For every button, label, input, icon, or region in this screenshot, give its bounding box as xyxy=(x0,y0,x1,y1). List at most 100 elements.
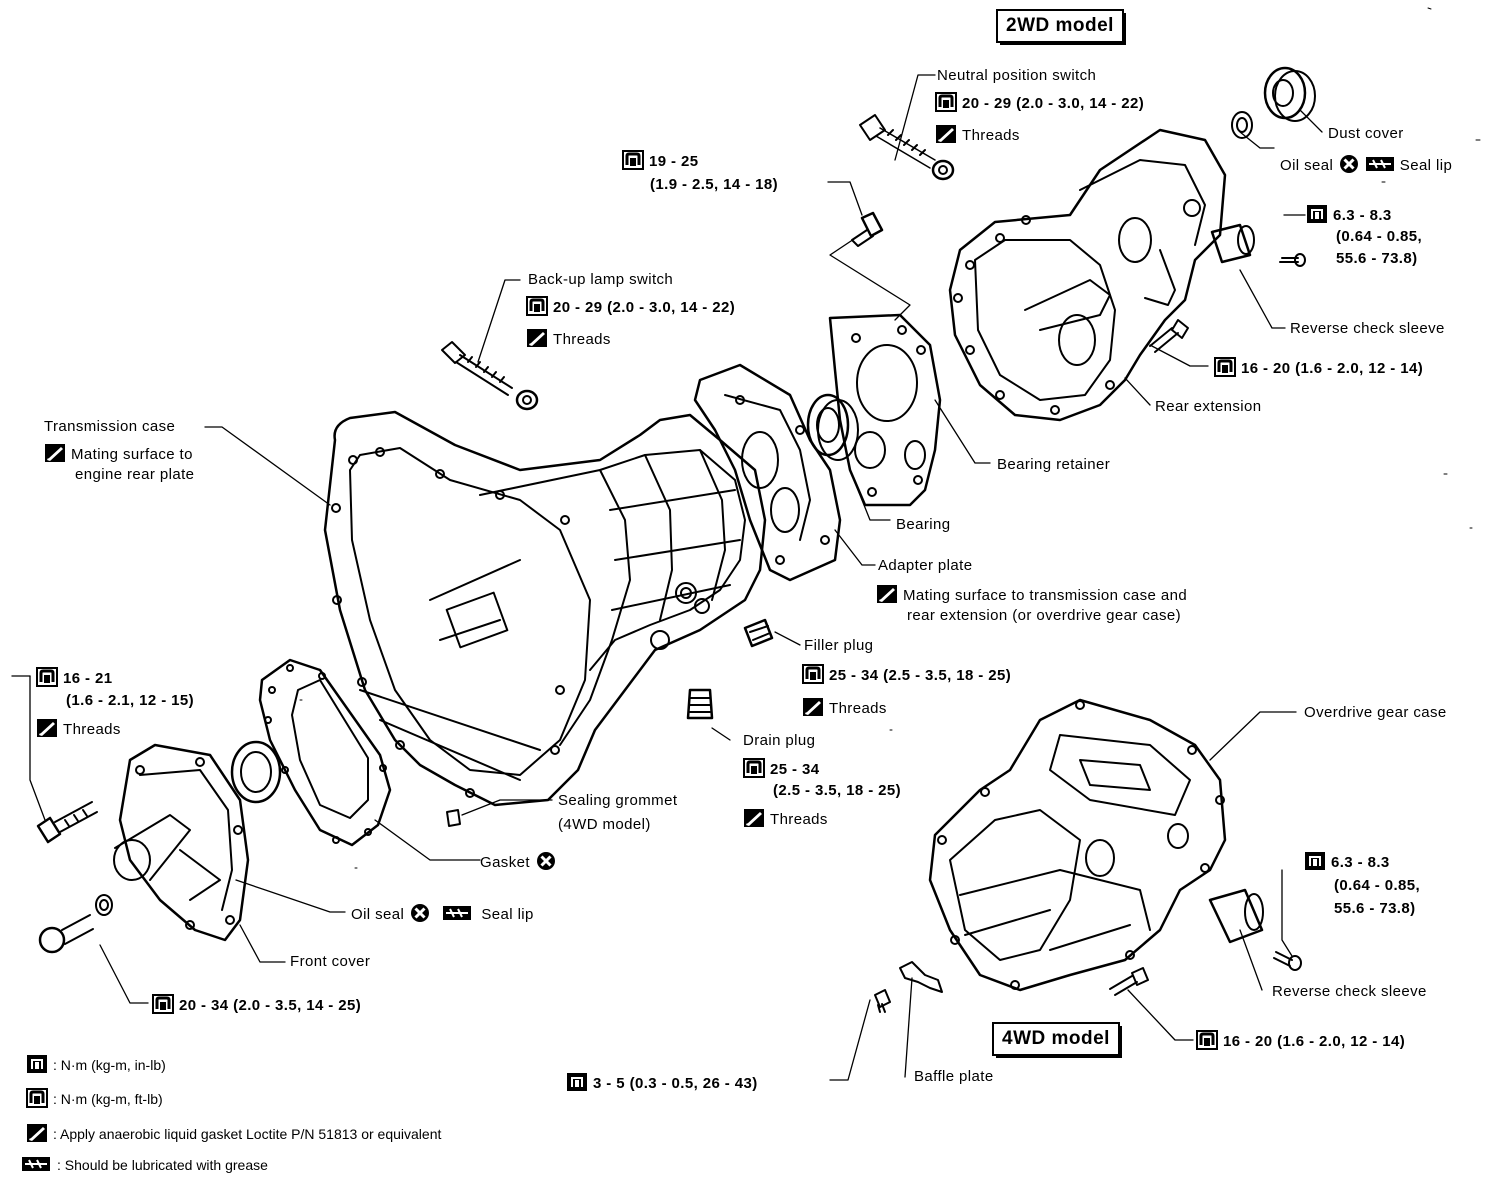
drain-plug-label: Drain plug xyxy=(743,732,816,749)
overdrive-case-label: Overdrive gear case xyxy=(1304,704,1447,721)
baffle-plate-label: Baffle plate xyxy=(914,1068,994,1085)
top-bolt-torque-2: (1.9 - 2.5, 14 - 18) xyxy=(650,176,779,193)
grease-icon xyxy=(20,1154,52,1174)
gasket-label: Gasket xyxy=(480,851,562,871)
bearing-label: Bearing xyxy=(896,516,951,533)
leader-lines xyxy=(11,74,1323,1081)
reverse-sleeve-2wd-drawing xyxy=(1210,223,1306,267)
legend-gasket: : Apply anaerobic liquid gasket Loctite … xyxy=(26,1123,441,1143)
gasket-icon xyxy=(36,718,58,738)
front-bolt-torque-2: (1.6 - 2.1, 12 - 15) xyxy=(66,692,195,709)
neutral-switch-torque: 20 - 29 (2.0 - 3.0, 14 - 22) xyxy=(935,92,1144,112)
front-cover-bolt-torque: 20 - 34 (2.0 - 3.5, 14 - 25) xyxy=(152,994,361,1014)
torque-ftlb-icon xyxy=(1214,357,1236,377)
oil-seal-rear-drawing xyxy=(1231,111,1253,139)
front-cover-label: Front cover xyxy=(290,953,371,970)
backup-switch-drawing xyxy=(441,341,539,411)
drain-plug-torque-1: 25 - 34 xyxy=(743,758,820,778)
gasket-icon xyxy=(935,124,957,144)
backup-switch-label: Back-up lamp switch xyxy=(528,271,674,288)
rear-check-bolt-2wd-torque-1: 6.3 - 8.3 xyxy=(1306,204,1392,224)
baffle-plate-drawing xyxy=(899,961,943,993)
bearing-retainer-drawing xyxy=(828,313,942,507)
dust-cover-label: Dust cover xyxy=(1328,125,1404,142)
baffle-bolt-torque: 3 - 5 (0.3 - 0.5, 26 - 43) xyxy=(566,1072,758,1092)
gasket-icon xyxy=(802,697,824,717)
adapter-plate-note-2: rear extension (or overdrive gear case) xyxy=(907,607,1182,624)
gasket-icon xyxy=(743,808,765,828)
gasket-icon xyxy=(876,584,898,604)
torque-inlb-icon xyxy=(26,1054,48,1074)
torque-ftlb-icon xyxy=(152,994,174,1014)
front-bolt-note: Threads xyxy=(36,718,121,738)
bearing-retainer-label: Bearing retainer xyxy=(997,456,1111,473)
front-oil-seal-drawing xyxy=(230,740,282,804)
legend-inlb: : N·m (kg-m, in-lb) xyxy=(26,1054,166,1074)
torque-ftlb-icon xyxy=(1196,1030,1218,1050)
drain-plug-note: Threads xyxy=(743,808,828,828)
decorative-dashes xyxy=(299,7,1481,869)
torque-ftlb-icon xyxy=(935,92,957,112)
legend-ftlb: : N·m (kg-m, ft-lb) xyxy=(26,1088,163,1108)
rear-ext-bolt-drawing xyxy=(1149,319,1189,353)
dust-cover-drawing xyxy=(1263,66,1316,122)
top-bolt-torque-1: 19 - 25 xyxy=(622,150,699,170)
torque-ftlb-icon xyxy=(526,296,548,316)
reverse-sleeve-4wd-label: Reverse check sleeve xyxy=(1272,983,1427,1000)
torque-inlb-icon xyxy=(566,1072,588,1092)
neutral-switch-note: Threads xyxy=(935,124,1020,144)
gasket-icon xyxy=(44,443,66,463)
baffle-bolt-drawing xyxy=(874,989,891,1013)
od-case-bolt-torque: 16 - 20 (1.6 - 2.0, 12 - 14) xyxy=(1196,1030,1405,1050)
drain-plug-torque-2: (2.5 - 3.5, 18 - 25) xyxy=(773,782,902,799)
model-4wd-box: 4WD model xyxy=(992,1022,1122,1058)
replace-icon xyxy=(535,851,557,871)
sealing-grommet-note: (4WD model) xyxy=(558,816,651,833)
drain-plug-drawing xyxy=(686,688,714,720)
trans-case-note-1: Mating surface to xyxy=(44,443,193,463)
rear-check-bolt-2wd-torque-2: (0.64 - 0.85, xyxy=(1336,228,1423,245)
torque-ftlb-icon xyxy=(36,667,58,687)
od-case-bolt-drawing xyxy=(1109,967,1149,996)
rear-check-bolt-4wd-torque-1: 6.3 - 8.3 xyxy=(1304,851,1390,871)
bearing-drawing xyxy=(806,393,859,461)
backup-switch-torque: 20 - 29 (2.0 - 3.0, 14 - 22) xyxy=(526,296,735,316)
adapter-plate-drawing xyxy=(693,363,842,582)
rear-extension-drawing xyxy=(948,128,1227,422)
replace-icon xyxy=(1338,154,1360,174)
filler-plug-label: Filler plug xyxy=(804,637,874,654)
torque-inlb-icon xyxy=(1304,851,1326,871)
adapter-plate-label: Adapter plate xyxy=(878,557,973,574)
filler-plug-drawing xyxy=(743,618,774,648)
oil-seal-front-label: Oil seal Seal lip xyxy=(351,903,534,923)
torque-ftlb-icon xyxy=(622,150,644,170)
rear-check-bolt-2wd-torque-3: 55.6 - 73.8) xyxy=(1336,250,1418,267)
torque-ftlb-icon xyxy=(26,1088,48,1108)
legend-grease: : Should be lubricated with grease xyxy=(20,1154,268,1174)
trans-case-note-2: engine rear plate xyxy=(75,466,195,483)
gasket-icon xyxy=(526,328,548,348)
reverse-sleeve-2wd-label: Reverse check sleeve xyxy=(1290,320,1445,337)
neutral-switch-drawing xyxy=(859,114,955,181)
rear-ext-bolt-torque: 16 - 20 (1.6 - 2.0, 12 - 14) xyxy=(1214,357,1423,377)
torque-ftlb-icon xyxy=(802,664,824,684)
replace-icon xyxy=(409,903,431,923)
reverse-sleeve-4wd-drawing xyxy=(1208,888,1302,971)
grease-icon xyxy=(442,903,472,923)
model-2wd-box: 2WD model xyxy=(996,9,1126,45)
top-bolt-drawing xyxy=(851,211,884,247)
filler-plug-torque: 25 - 34 (2.5 - 3.5, 18 - 25) xyxy=(802,664,1011,684)
overdrive-case-drawing xyxy=(928,698,1227,992)
gasket-icon xyxy=(26,1123,48,1143)
grease-icon xyxy=(1365,154,1395,174)
oil-seal-rear-label: Oil seal Seal lip xyxy=(1280,154,1452,174)
sealing-grommet-label: Sealing grommet xyxy=(558,792,678,809)
neutral-switch-label: Neutral position switch xyxy=(937,67,1097,84)
gasket-drawing xyxy=(258,658,392,847)
front-bolt-torque-1: 16 - 21 xyxy=(36,667,113,687)
filler-plug-note: Threads xyxy=(802,697,887,717)
trans-case-label: Transmission case xyxy=(44,418,176,435)
transmission-case-drawing xyxy=(323,410,767,807)
